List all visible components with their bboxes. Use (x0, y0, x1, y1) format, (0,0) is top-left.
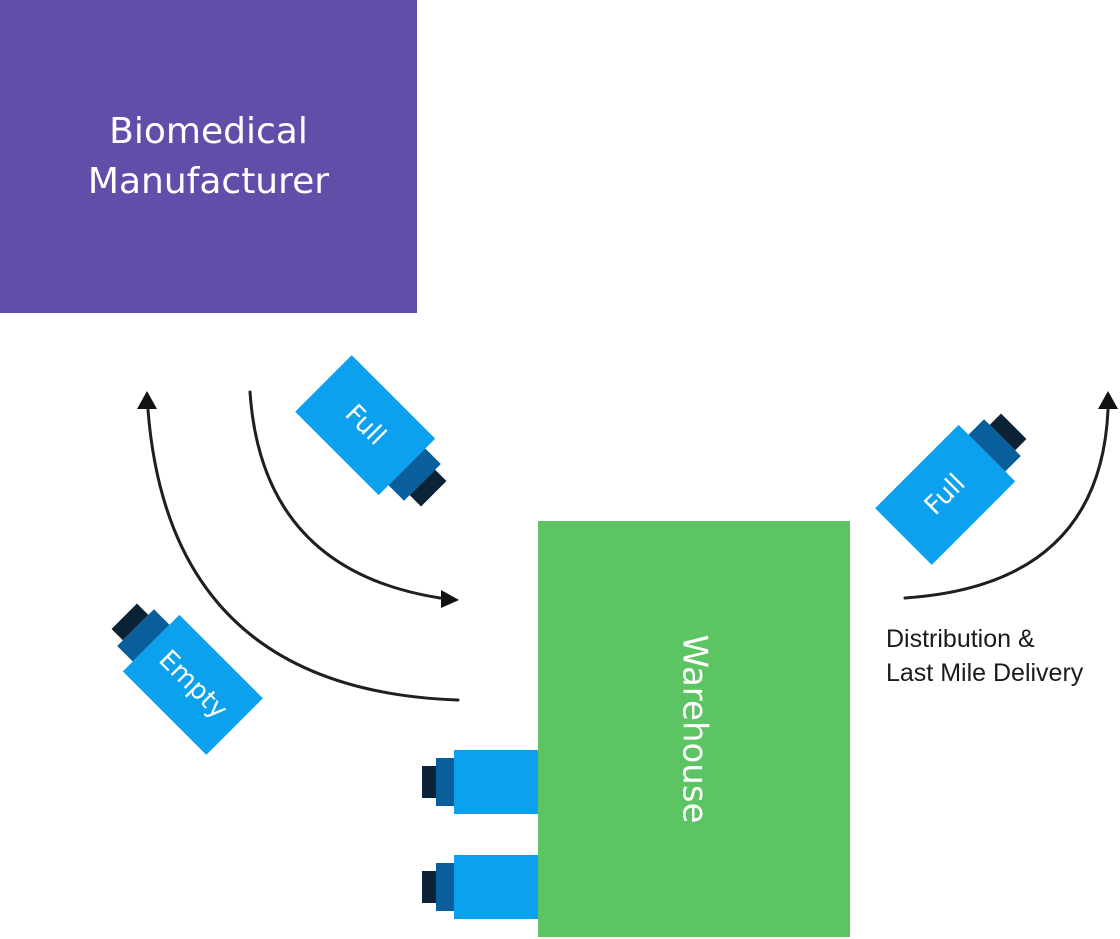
stored-container-top (420, 750, 540, 814)
distribution-label-line2: Last Mile Delivery (886, 659, 1084, 687)
container-tip (422, 871, 436, 903)
distribution-label: Distribution & Last Mile Delivery (886, 622, 1083, 690)
container-cap (436, 863, 454, 911)
warehouse-box: Warehouse (538, 521, 850, 937)
arrowhead-full-to-delivery (1098, 391, 1118, 409)
container-label-full: Full (918, 468, 972, 522)
distribution-label-line1: Distribution & (886, 625, 1035, 653)
arrow-full-to-delivery (903, 408, 1110, 600)
manufacturer-label-line2: Manufacturer (87, 160, 330, 202)
container-label-empty: Empty (152, 644, 234, 726)
manufacturer-box: Biomedical Manufacturer (0, 0, 417, 313)
arrowhead-full-to-warehouse (441, 590, 459, 608)
warehouse-label: Warehouse (674, 634, 714, 824)
container-cap (436, 758, 454, 806)
arrow-empty-return (146, 408, 460, 702)
container-tip (422, 766, 436, 798)
stored-container-bottom (420, 855, 540, 919)
arrow-full-to-warehouse (248, 390, 442, 600)
arrowhead-empty-return (137, 391, 157, 409)
manufacturer-label-line1: Biomedical (109, 110, 308, 152)
container-label-full: Full (338, 398, 392, 452)
